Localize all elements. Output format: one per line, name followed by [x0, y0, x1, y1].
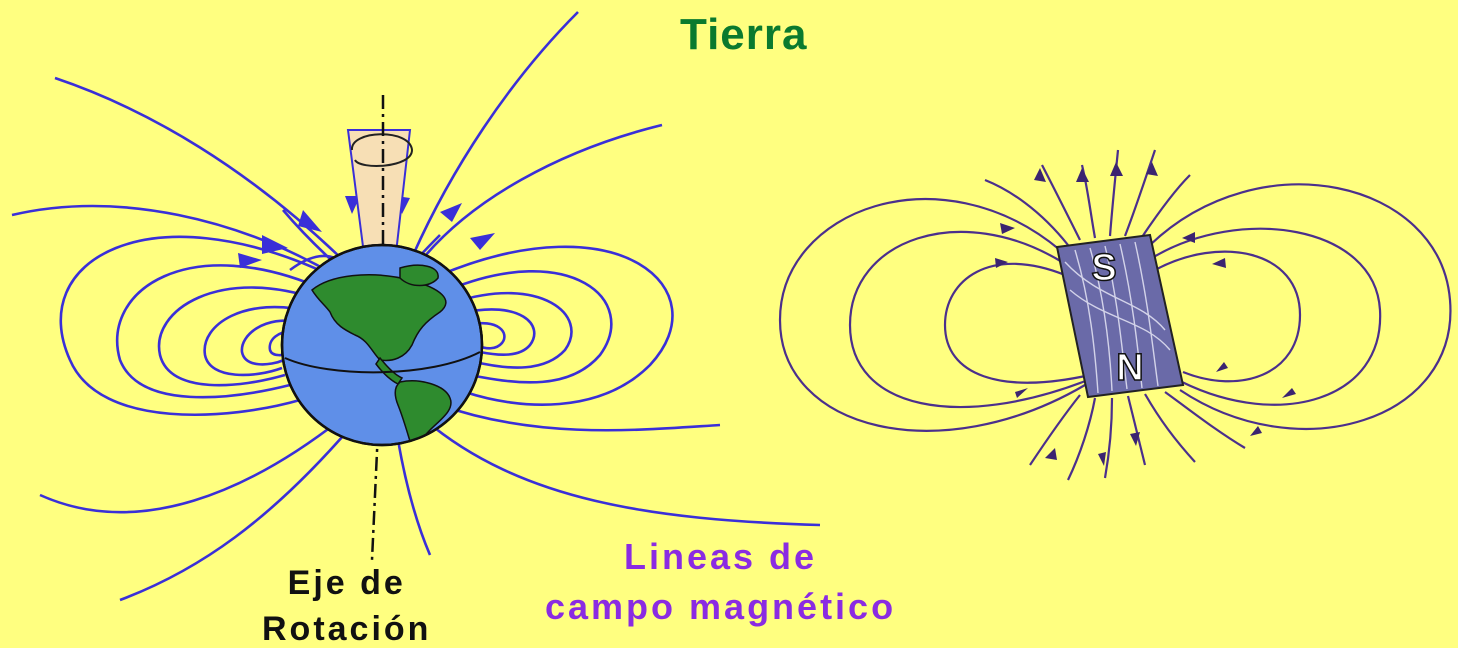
rotation-axis-label: Eje de Rotación: [262, 560, 431, 648]
earth-field-line: [439, 245, 674, 406]
earth-field-line: [11, 204, 336, 277]
field-arrow: [298, 210, 322, 232]
rotation-axis: [346, 95, 414, 561]
field-arrow: [440, 203, 462, 222]
earth-field-line: [408, 11, 579, 263]
field-arrow: [1045, 448, 1057, 460]
earth-field-line: [59, 235, 331, 417]
magnet-field-line: [984, 178, 1069, 246]
field-arrow: [1000, 223, 1015, 234]
rotation-arrow-icon: [350, 133, 414, 167]
earth-field-line: [424, 419, 821, 527]
earth-field-line: [39, 418, 341, 514]
earth-field-line: [115, 264, 326, 399]
magnet-field-line: [1067, 397, 1097, 481]
field-arrow: [1110, 162, 1123, 176]
field-arrow: [1146, 162, 1158, 176]
axis-label-line1: Eje de: [287, 564, 406, 602]
field-arrow: [470, 233, 495, 250]
equator-line: [284, 351, 481, 374]
field-arrow: [1250, 426, 1262, 436]
earth-field-line: [467, 322, 506, 350]
axis-line-bottom: [370, 429, 380, 561]
magnet-field-line: [1154, 250, 1302, 383]
field-label-line1: Lineas de: [624, 536, 818, 577]
magnet-field-line: [1151, 227, 1382, 406]
earth-field-line: [203, 305, 313, 377]
south-pole-label: S: [1091, 247, 1116, 289]
field-label-line2: campo magnético: [545, 586, 897, 627]
earth-field-line: [119, 427, 351, 602]
magnet-field-line: [1041, 164, 1081, 241]
earth-field-line: [454, 291, 573, 369]
field-arrow: [995, 258, 1008, 268]
magnet-field-line: [848, 230, 1089, 409]
field-arrow: [1216, 362, 1228, 372]
magnet-body: [1055, 233, 1185, 399]
magnet-field-line: [1139, 174, 1191, 241]
greenland-landmass: [399, 264, 439, 287]
magnet-field-line: [1108, 149, 1120, 237]
earth-field-line: [157, 286, 321, 387]
magnet-field-line: [1123, 149, 1157, 237]
earth-field-line: [54, 76, 346, 263]
field-arrow: [1182, 232, 1195, 243]
earth-field-line: [418, 123, 663, 263]
field-lines-label: Lineas de campo magnético: [545, 532, 896, 632]
axis-cone: [346, 129, 412, 263]
field-arrow: [1076, 168, 1089, 182]
magnet-field-line: [1029, 394, 1081, 466]
bar-magnet: S N: [1055, 233, 1185, 399]
earth-field-line: [240, 319, 301, 366]
field-arrow: [1034, 168, 1046, 182]
earth-field-line: [447, 270, 613, 384]
magnet-field-arrows: [995, 162, 1296, 466]
magnet-field-line: [1144, 393, 1196, 463]
axis-label-line2: Rotación: [262, 610, 432, 648]
title-tierra: Tierra: [680, 10, 808, 59]
magnet-field-line: [1149, 183, 1452, 430]
field-arrow: [1098, 452, 1106, 466]
magnet-field-line: [1103, 397, 1114, 479]
earth-field-line: [396, 439, 432, 556]
magnet-field-lines: [778, 149, 1452, 481]
earth-globe: [280, 243, 484, 447]
field-arrow: [1282, 388, 1296, 398]
field-arrow: [1212, 258, 1226, 268]
field-arrow: [238, 253, 262, 268]
field-arrow: [262, 235, 288, 254]
earth-field-line: [439, 403, 721, 432]
magnet-field-line: [778, 198, 1086, 432]
magnet-field-line: [1126, 395, 1147, 466]
earth-field-line: [461, 308, 536, 357]
magnet-field-line: [1164, 391, 1246, 449]
field-arrow: [1015, 388, 1028, 398]
north-pole-label: N: [1116, 347, 1143, 389]
field-arrow: [1130, 432, 1140, 446]
